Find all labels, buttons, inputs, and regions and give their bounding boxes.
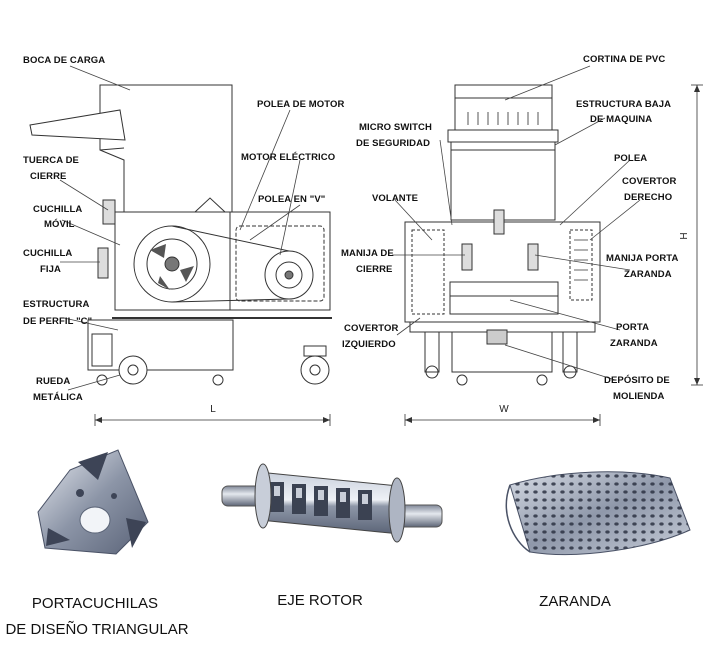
callout-deposito-line1: DEPÓSITO DE bbox=[604, 374, 670, 386]
caption-portacuchilas-line1: PORTACUCHILAS bbox=[32, 595, 158, 612]
callout-micro-switch-line2: DE SEGURIDAD bbox=[356, 138, 430, 149]
callout-boca-de-carga: BOCA DE CARGA bbox=[23, 55, 105, 66]
screen-image bbox=[505, 471, 691, 556]
callout-manija-porta-line1: MANIJA PORTA bbox=[606, 253, 678, 264]
screen-holder bbox=[449, 281, 559, 315]
callout-volante: VOLANTE bbox=[372, 193, 418, 204]
pvc-curtain-box bbox=[454, 84, 553, 131]
callout-estructura-line2: DE PERFIL "C" bbox=[23, 316, 92, 327]
callout-estructura-baja-line1: ESTRUCTURA BAJA bbox=[576, 99, 671, 110]
callout-cuchilla-movil-line1: CUCHILLA bbox=[33, 204, 82, 215]
callout-estructura-line1: ESTRUCTURA bbox=[23, 299, 89, 310]
wheel bbox=[118, 355, 148, 385]
callout-manija-porta-line2: ZARANDA bbox=[624, 269, 672, 280]
side-view-drawing bbox=[29, 84, 332, 386]
callout-tuerca-de-cierre-line1: TUERCA DE bbox=[23, 155, 79, 166]
callout-rueda-line2: METÁLICA bbox=[33, 392, 83, 403]
callout-rueda-line1: RUEDA bbox=[36, 376, 70, 387]
caption-zaranda: ZARANDA bbox=[539, 593, 611, 610]
right-callout-lines bbox=[392, 65, 641, 381]
callout-covertor-derecho-line2: DERECHO bbox=[624, 192, 672, 203]
wheel bbox=[300, 355, 330, 385]
callout-manija-cierre-line1: MANIJA DE bbox=[341, 248, 394, 259]
dimension-w bbox=[404, 414, 601, 426]
callout-cuchilla-movil-line2: MÓVIL bbox=[44, 218, 75, 230]
front-view-drawing bbox=[404, 84, 601, 386]
callout-polea: POLEA bbox=[614, 153, 647, 164]
dimension-l-label: L bbox=[210, 404, 216, 415]
dimension-h-label: H bbox=[677, 232, 688, 239]
callout-motor-electrico: MOTOR ELÉCTRICO bbox=[241, 152, 335, 163]
caption-portacuchilas-line2: DE DISEÑO TRIANGULAR bbox=[5, 621, 188, 638]
knife-holder-image bbox=[37, 449, 149, 555]
rotor-shaft-image bbox=[221, 463, 443, 543]
callout-tuerca-de-cierre-line2: CIERRE bbox=[30, 171, 67, 182]
dimension-h bbox=[691, 84, 703, 386]
callout-polea-en-v: POLEA EN "V" bbox=[258, 194, 325, 205]
callout-covertor-izquierdo-line1: COVERTOR bbox=[344, 323, 399, 334]
callout-cuchilla-fija-line2: FIJA bbox=[40, 264, 61, 275]
callout-estructura-baja-line2: DE MAQUINA bbox=[590, 114, 652, 125]
callout-polea-de-motor: POLEA DE MOTOR bbox=[257, 99, 344, 110]
left-callout-lines bbox=[59, 65, 301, 391]
callout-covertor-derecho-line1: COVERTOR bbox=[622, 176, 677, 187]
callout-porta-zaranda-line2: ZARANDA bbox=[610, 338, 658, 349]
callout-manija-cierre-line2: CIERRE bbox=[356, 264, 393, 275]
callout-cortina-pvc: CORTINA DE PVC bbox=[583, 54, 665, 65]
caption-eje-rotor: EJE ROTOR bbox=[277, 592, 363, 609]
dimension-w-label: W bbox=[499, 404, 509, 415]
callout-porta-zaranda-line1: PORTA bbox=[616, 322, 649, 333]
callout-deposito-line2: MOLIENDA bbox=[613, 391, 665, 402]
callout-cuchilla-fija-line1: CUCHILLA bbox=[23, 248, 72, 259]
callout-covertor-izquierdo-line2: IZQUIERDO bbox=[342, 339, 396, 350]
callout-micro-switch-line1: MICRO SWITCH bbox=[359, 122, 432, 133]
dimension-l bbox=[94, 414, 331, 426]
